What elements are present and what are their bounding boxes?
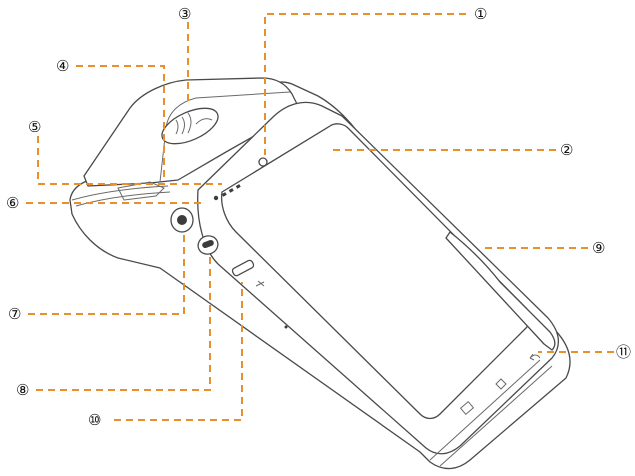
- printer-lip: [117, 181, 165, 201]
- callout-2: ②: [560, 141, 573, 159]
- bottom-edge: [429, 359, 553, 467]
- microphone-hole: [284, 325, 288, 329]
- leader-lines: [26, 13, 614, 421]
- leader-5: [37, 136, 222, 185]
- leader-7: [28, 232, 185, 315]
- callout-10: ⑩: [88, 411, 101, 429]
- menu-key-icon: [459, 401, 475, 415]
- leader-4: [76, 65, 165, 178]
- leader-1: [264, 13, 466, 155]
- usb-port-icon: [231, 259, 265, 287]
- touch-screen: [220, 123, 532, 420]
- callout-labels: ① ② ③ ④ ⑤ ⑥ ⑦ ⑧ ⑨ ⑩ ⑪: [6, 5, 631, 429]
- callout-7: ⑦: [8, 305, 21, 323]
- nfc-contactless-icon: [161, 107, 219, 145]
- side-edge-strip: [445, 231, 556, 351]
- callout-3: ③: [178, 5, 191, 23]
- callout-1: ①: [474, 5, 487, 23]
- leader-10: [114, 282, 243, 421]
- volume-button-icon: [197, 235, 219, 255]
- callout-6: ⑥: [6, 194, 19, 212]
- leader-8: [36, 256, 211, 391]
- home-key-icon: [495, 378, 507, 390]
- callout-11: ⑪: [616, 343, 631, 361]
- back-key-icon: [529, 353, 541, 361]
- callout-8: ⑧: [16, 381, 29, 399]
- power-button-icon: [170, 207, 194, 233]
- pos-terminal-device: [69, 77, 571, 470]
- callout-4: ④: [56, 57, 69, 75]
- callout-9: ⑨: [592, 239, 605, 257]
- status-indicator-lights-icon: [213, 184, 241, 201]
- callout-5: ⑤: [28, 118, 41, 136]
- front-camera-icon: [258, 157, 268, 167]
